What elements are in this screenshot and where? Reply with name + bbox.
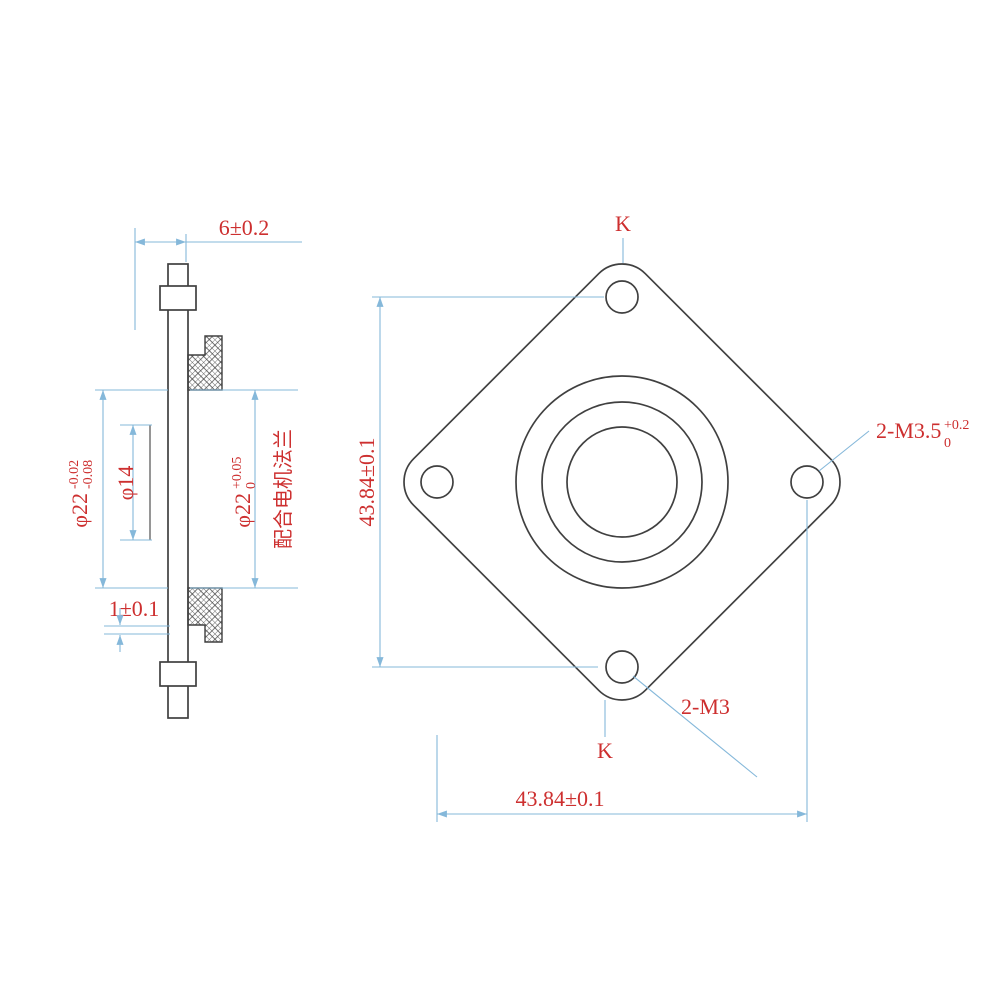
bore-dia-dimension-text: φ14 (113, 466, 138, 501)
section-label-bottom: K (597, 738, 613, 763)
outer-dia-tol-upper: -0.02 (67, 460, 82, 489)
flange-plate-section (167, 263, 189, 719)
flange-body-outline (403, 263, 841, 701)
spigot-dia-value: φ22 (230, 493, 255, 528)
gap-dimension-lines (104, 625, 170, 635)
outer-dia-dimension-text: φ22 -0.02 -0.08 (67, 460, 96, 528)
thread-bottom-text: 2-M3 (681, 694, 730, 719)
thickness-dimension-text: 6±0.2 (219, 215, 270, 240)
spigot-dia-dimension-text: φ22 +0.05 0 (230, 457, 259, 528)
bore-circle (566, 426, 678, 538)
thread-right-leader (818, 430, 870, 472)
plate-bottom-collar (159, 661, 197, 687)
plate-top-collar (159, 285, 197, 311)
spigot-dia-extension-lines (190, 389, 298, 589)
section-view: 6±0.2 φ22 -0.02 -0.08 φ14 φ22 +0.05 0 配合… (67, 215, 302, 719)
mounting-hole-left (420, 465, 454, 499)
outer-dia-value: φ22 (67, 493, 92, 528)
thread-right-tol-lower: 0 (944, 436, 951, 451)
mating-flange-note-text: 配合电机法兰 (272, 429, 295, 549)
section-label-top: K (615, 211, 631, 236)
vertical-dimension-text: 43.84±0.1 (354, 437, 379, 526)
thread-right-text: 2-M3.5 (876, 418, 941, 443)
thickness-extension-lines (134, 228, 187, 330)
horizontal-dim-extension-lines (436, 500, 808, 822)
upper-hub-section (187, 335, 223, 391)
lower-hub-section (187, 587, 223, 643)
mounting-hole-right (790, 465, 824, 499)
mating-flange-note: 配合电机法兰 (272, 429, 295, 549)
gap-dimension-text: 1±0.1 (109, 596, 160, 621)
horizontal-dimension-text: 43.84±0.1 (515, 786, 604, 811)
bore-dia-value: φ14 (113, 466, 138, 501)
outer-dia-extension-lines (95, 389, 168, 589)
mounting-hole-top (605, 280, 639, 314)
boss-circle (515, 375, 729, 589)
thread-bottom-leader (632, 675, 758, 778)
vertical-dim-value: 43.84±0.1 (354, 437, 379, 526)
spigot-dia-tol-upper: +0.05 (230, 457, 245, 489)
vertical-dim-extension-lines (372, 296, 604, 668)
spigot-dia-tol-lower: 0 (244, 482, 259, 489)
thread-right-tol-upper: +0.2 (944, 418, 969, 433)
outer-dia-tol-lower: -0.08 (81, 460, 96, 489)
mounting-hole-bottom (605, 650, 639, 684)
pilot-circle (541, 401, 703, 563)
front-view: K K 43.84±0.1 43.84±0.1 2-M3 2-M3.5 +0.2… (354, 211, 969, 822)
